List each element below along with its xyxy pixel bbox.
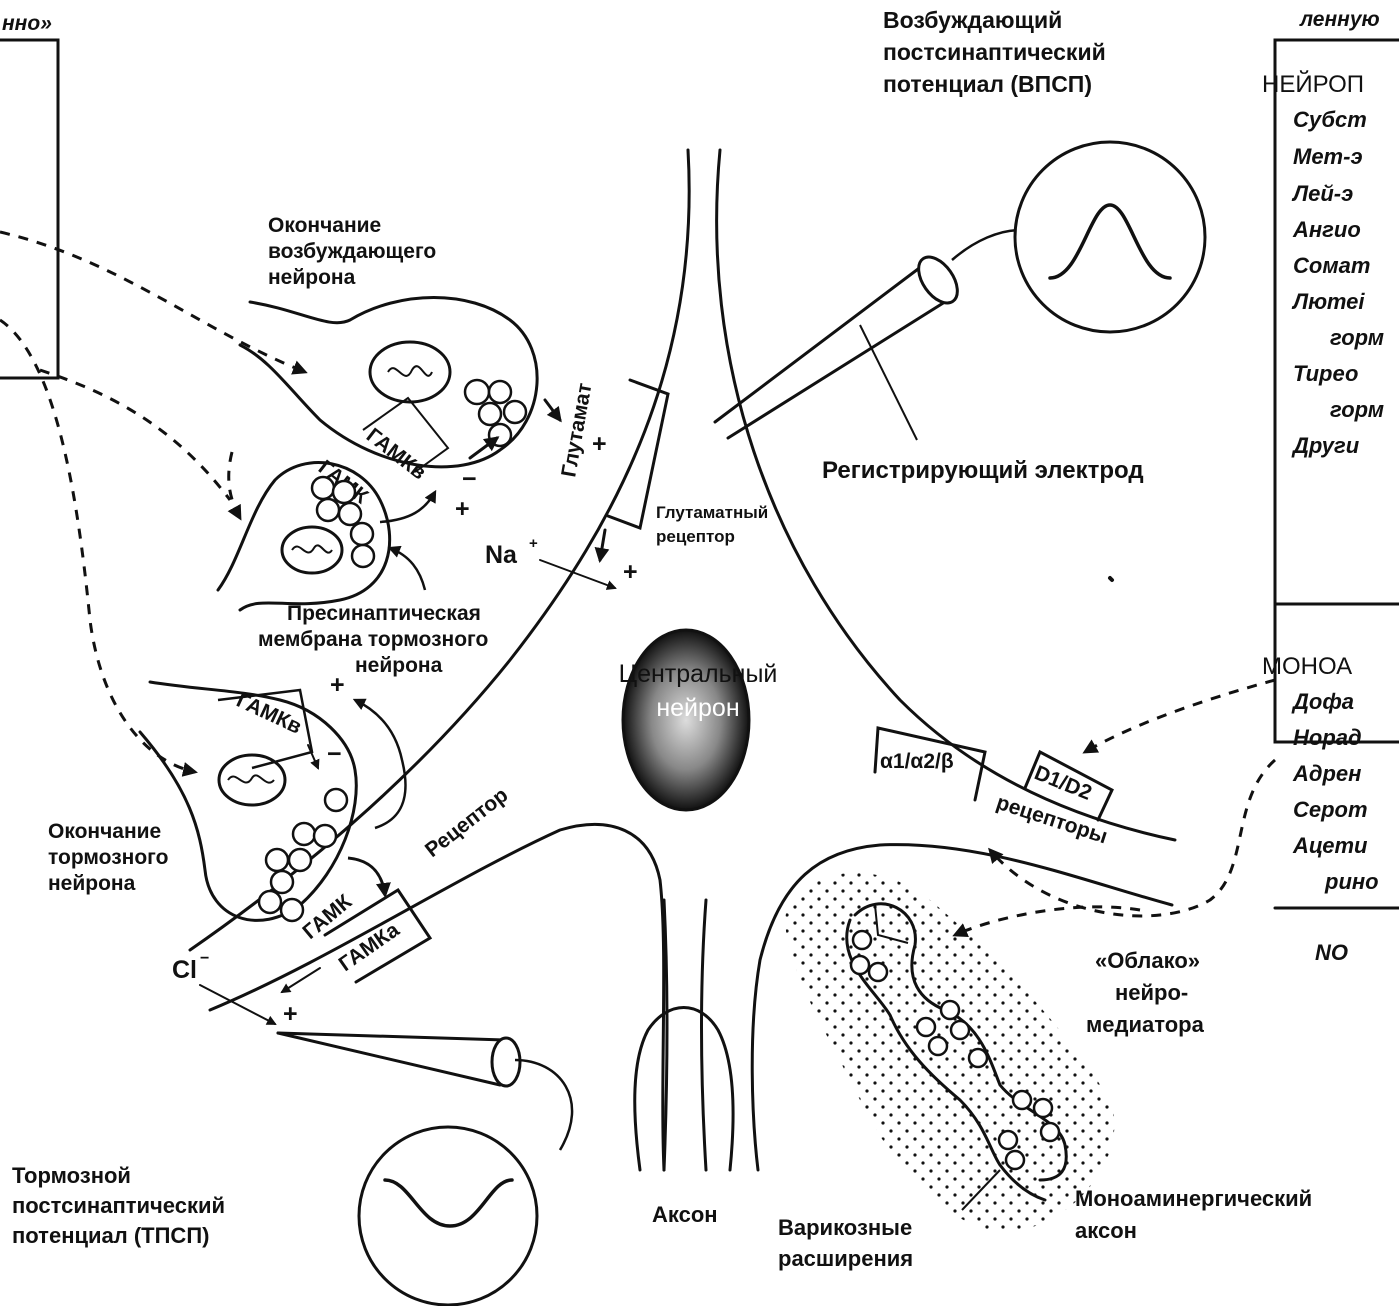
monoamine-item: рино [1324,869,1379,894]
right-table-fragment: ленную НЕЙРОП Субст Мет-э Лей-э Ангио Со… [1262,8,1399,965]
recording-electrode-label: Регистрирующий электрод [822,457,1144,484]
neuropeptide-item: Други [1291,433,1360,458]
monoaminergic-axon-label-line2: аксон [1075,1218,1137,1243]
monoamines-heading: МОНОА [1262,653,1352,680]
sodium-label: Na [485,541,518,569]
monoamine-item: Серот [1293,797,1368,822]
glutamate-label: Глутамат [557,381,596,479]
neuropeptide-item: Сомат [1293,253,1370,278]
glutamate-receptor-label-line1: Глутаматный [656,503,768,522]
chloride-label: Cl [172,956,197,984]
presynaptic-membrane-label-line3: нейрона [355,654,443,677]
dopamine-receptors-label: D1/D2 [1031,761,1095,805]
ipsp-label-line3: потенциал (ТПСП) [12,1223,209,1248]
monoamine-item: Адрен [1292,761,1361,786]
glutamate-receptor-label-line2: рецептор [656,527,735,546]
plus-sign: + [455,495,470,523]
plus-sign: + [283,1000,298,1028]
plus-sign: + [623,558,638,586]
ipsp-label-line2: постсинаптический [12,1193,225,1218]
monoaminergic-axon-label-line1: Моноаминергический [1075,1186,1312,1211]
neuropeptide-item: горм [1330,397,1384,422]
receptors-word-label: рецепторы [993,791,1110,849]
neuropeptide-item: горм [1330,325,1384,350]
inhibitory-terminal [140,682,356,921]
inhibitory-terminal-label-line2: тормозного [48,846,168,869]
neurotransmitter-cloud-label-line2: нейро- [1115,980,1188,1005]
plus-sign: + [592,430,607,458]
neuropeptide-item: Лютеі [1291,289,1365,314]
monoamine-item: Ацети [1292,833,1368,858]
excitatory-terminal-label-line3: нейрона [268,266,356,289]
epsp-label-line3: потенциал (ВПСП) [883,71,1092,97]
neurotransmitter-cloud-label-line1: «Облако» [1095,948,1200,973]
adrenergic-receptors-label: α1/α2/β [880,750,954,773]
receptor-label: Рецептор [421,783,512,862]
monoamine-item: Дофа [1291,689,1354,714]
no-cell: NO [1315,940,1348,965]
varicosities-label-line2: расширения [778,1246,913,1271]
presynaptic-membrane-label-line2: мембрана тормозного [258,628,488,651]
monoamine-item: Норад [1293,725,1362,750]
gabab-upper-label: ГАМКв [362,424,431,485]
varicosities-label-line1: Варикозные [778,1215,912,1240]
neurotransmitter-cloud [785,873,1114,1231]
neuropeptides-heading: НЕЙРОП [1262,70,1364,98]
chloride-charge: − [200,950,209,967]
ipsp-recording-electrode [278,1033,572,1305]
inhibitory-terminal-label-line3: нейрона [48,872,136,895]
neuropeptide-item: Ангио [1292,217,1361,242]
neuropeptide-item: Лей-э [1291,181,1353,206]
epsp-label-line2: постсинаптический [883,39,1106,65]
minus-sign: − [327,740,342,768]
inhibitory-terminal-label-line1: Окончание [48,820,161,843]
ipsp-label-line1: Тормозной [12,1163,131,1188]
neuropeptide-item: Тирео [1293,361,1358,386]
gabaa-label: ГАМКа [335,918,404,976]
left-table-header: нно» [2,12,52,35]
axon-label: Аксон [652,1202,718,1227]
central-neuron-nucleus: Центральный нейрон [619,630,778,810]
plus-sign: + [330,671,345,699]
central-neuron-label-line2: нейрон [656,694,739,722]
presynaptic-membrane-label-line1: Пресинаптическая [287,602,481,625]
excitatory-terminal-label-line2: возбуждающего [268,240,436,263]
epsp-label-line1: Возбуждающий [883,7,1062,33]
excitatory-terminal-label-line1: Окончание [268,214,381,237]
sodium-charge: + [529,535,538,552]
neuropeptide-item: Субст [1293,107,1367,132]
neurotransmitter-cloud-label-line3: медиатора [1086,1012,1205,1037]
epsp-recording-electrode [715,142,1205,440]
minus-sign: − [462,465,477,493]
left-table-fragment: нно» [0,12,58,378]
neuropeptide-item: Мет-э [1293,144,1363,169]
right-table-header: ленную [1299,8,1380,31]
central-neuron-label-line1: Центральный [619,660,778,688]
